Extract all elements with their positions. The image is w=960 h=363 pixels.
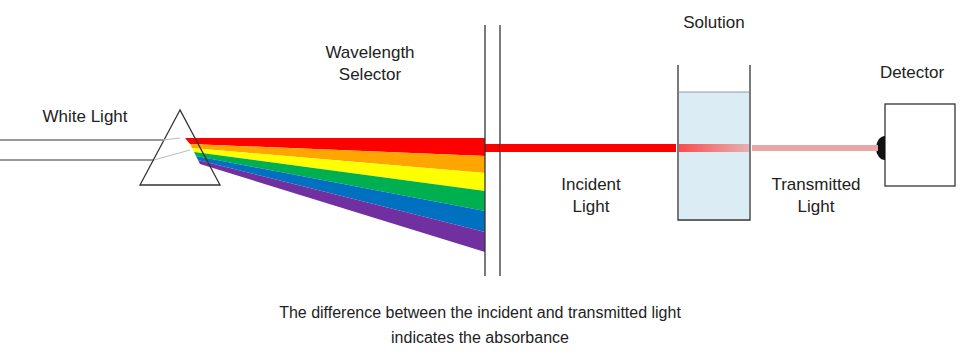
beam-label: Transmitted Light — [757, 174, 875, 218]
spectrum-band — [198, 160, 485, 252]
light-beam — [500, 148, 676, 149]
node-label: Wavelength Selector — [300, 42, 440, 86]
spectrum-band — [196, 156, 485, 232]
node-label: Detector — [864, 62, 960, 84]
caption: The difference between the incident and … — [250, 300, 710, 350]
slit-plate — [484, 25, 485, 276]
light-ray — [0, 159, 154, 160]
light-beam — [752, 148, 878, 149]
beam-line — [500, 144, 676, 152]
detector: Detector — [878, 62, 960, 187]
wavelength-selector: Wavelength Selector — [300, 38, 500, 278]
solution-liquid — [679, 92, 749, 219]
cuvette — [678, 65, 750, 220]
node-label: Solution — [654, 12, 774, 34]
beam-in-solution — [679, 144, 749, 152]
detector-box — [885, 104, 955, 186]
prism — [140, 110, 220, 185]
solution-cuvette: Solution — [676, 10, 752, 222]
refracted-ray — [154, 138, 190, 160]
light-source-label: White Light — [30, 106, 140, 128]
light-ray — [0, 139, 163, 140]
beam-label: Incident Light — [548, 174, 634, 218]
beam-line — [752, 145, 878, 151]
liquid-surface — [679, 92, 749, 93]
slit-beam — [485, 144, 500, 152]
